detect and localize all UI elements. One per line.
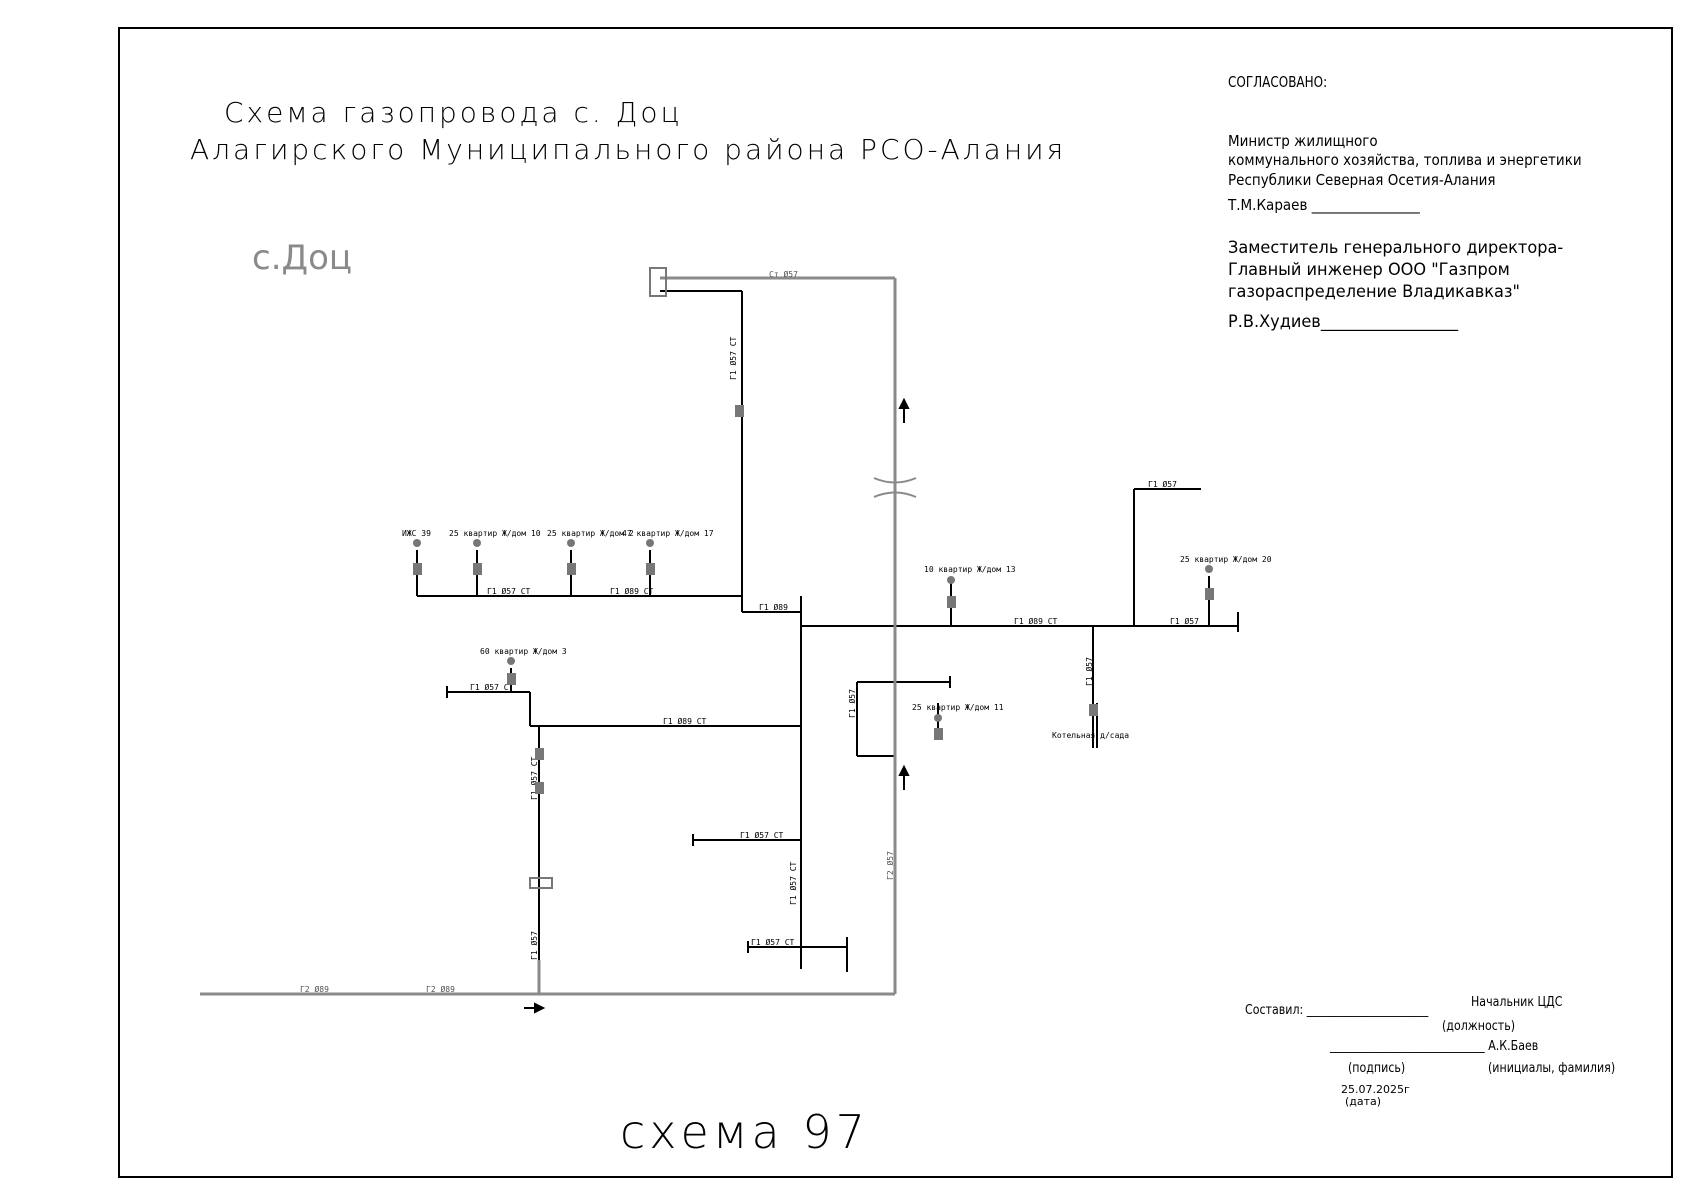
pipe-label: Ст Ø57 — [769, 269, 798, 279]
consumer-label: 25 квартир Ж/дом 11 — [912, 703, 1004, 712]
gas-meter — [413, 563, 422, 575]
scheme-title-line1: Схема газопровода с. Доц — [224, 96, 683, 129]
pipe-labels: Ст Ø57 Г1 Ø57 СТ Г1 Ø89 СТ Г1 Ø89 Г1 Ø89… — [300, 269, 1199, 994]
regulator-station — [649, 267, 667, 297]
pipe-label: Г1 Ø57 — [1084, 657, 1094, 686]
consumer-label: 60 квартир Ж/дом 3 — [480, 647, 567, 656]
position-caption: (должность) — [1442, 1019, 1516, 1034]
gas-meter — [1089, 704, 1098, 716]
pipe-label: Г1 Ø57 СТ — [740, 830, 784, 840]
approval-heading: СОГЛАСОВАНО: — [1228, 73, 1328, 91]
consumer-point — [934, 714, 942, 722]
consumer-markers — [413, 267, 1214, 889]
pipe-label: Г1 Ø57 СТ — [728, 336, 738, 380]
name-caption: (инициалы, фамилия) — [1488, 1061, 1616, 1076]
gas-meter — [735, 405, 744, 417]
gas-meter — [535, 782, 544, 794]
pipe-label: Г1 Ø89 СТ — [1014, 616, 1058, 626]
gas-meter — [934, 728, 943, 740]
pipe-label: Г1 Ø57 СТ — [751, 937, 795, 947]
pipe-label: Г1 Ø57 — [847, 689, 857, 718]
consumer-label: 10 квартир Ж/дом 13 — [924, 565, 1016, 574]
consumer-point — [507, 657, 515, 665]
gas-meter — [535, 748, 544, 760]
scheme-number: схема 97 — [620, 1105, 869, 1159]
gas-meter — [473, 563, 482, 575]
pipe-label: Г2 Ø57 — [885, 851, 895, 880]
consumer-point — [646, 539, 654, 547]
medium-pressure-network — [200, 276, 897, 996]
gas-meter — [567, 563, 576, 575]
consumer-label: Котельная д/сада — [1052, 731, 1129, 740]
signature-caption: (подпись) — [1348, 1061, 1406, 1076]
low-pressure-network — [416, 290, 1239, 990]
gas-meter — [947, 596, 956, 608]
position-value: Начальник ЦДС — [1471, 995, 1563, 1010]
consumer-point — [1205, 565, 1213, 573]
pipe-label: Г1 Ø57 СТ — [470, 682, 514, 692]
consumer-point — [947, 576, 955, 584]
deputy-title-line1: Заместитель генерального директора- — [1228, 238, 1564, 258]
regulator-station — [529, 877, 553, 889]
deputy-title-line3: газораспределение Владикавказ" — [1228, 282, 1520, 302]
consumer-labels: ИЖС 39 25 квартир Ж/дом 10 25 квартир Ж/… — [402, 529, 1272, 740]
pipe-label: Г1 Ø57 СТ — [788, 861, 798, 905]
date-caption: (дата) — [1345, 1095, 1382, 1108]
drawing-frame — [118, 27, 1673, 1178]
deputy-title-line2: Главный инженер ООО "Газпром — [1228, 260, 1510, 280]
compiled-by-label: Составил: ______________________ — [1245, 1003, 1429, 1018]
consumer-point — [567, 539, 575, 547]
village-label: с.Доц — [252, 238, 353, 278]
consumer-point — [473, 539, 481, 547]
consumer-label: ИЖС 39 — [402, 529, 431, 538]
date-value: 25.07.2025г — [1341, 1083, 1410, 1096]
minister-signature: Т.М.Караев ________________ — [1228, 196, 1420, 214]
pipe-label: Г1 Ø89 СТ — [663, 716, 707, 726]
gas-meter — [646, 563, 655, 575]
minister-title-line2: коммунального хозяйства, топлива и энерг… — [1228, 151, 1582, 169]
scheme-title-line2: Алагирского Муниципального района РСО-Ал… — [190, 133, 1067, 166]
pipe-label: Г1 Ø57 СТ — [487, 586, 531, 596]
pipe-label: Г1 Ø89 СТ — [610, 586, 654, 596]
gas-meter — [507, 673, 516, 685]
pipe-label: Г1 Ø57 — [1148, 479, 1177, 489]
minister-title-line3: Республики Северная Осетия-Алания — [1228, 171, 1496, 189]
consumer-label: 25 квартир Ж/дом 20 — [1180, 555, 1272, 564]
pipe-label: Г1 Ø57 — [529, 931, 539, 960]
gas-meter — [1205, 588, 1214, 600]
minister-title-line1: Министр жилищного — [1228, 132, 1378, 150]
pipe-label: Г1 Ø57 СТ — [529, 756, 539, 800]
consumer-point — [413, 539, 421, 547]
pipe-label: Г2 Ø89 — [300, 984, 329, 994]
pipe-label: Г1 Ø57 — [1170, 616, 1199, 626]
pipe-label: Г1 Ø89 — [759, 602, 788, 612]
deputy-signature: Р.В.Худиев_________________ — [1228, 312, 1459, 332]
pipe-label: Г2 Ø89 — [426, 984, 455, 994]
consumer-label: 47 квартир Ж/дом 17 — [622, 529, 714, 538]
flow-arrows — [524, 397, 910, 1014]
consumer-label: 25 квартир Ж/дом 2 — [547, 529, 634, 538]
consumer-label: 25 квартир Ж/дом 10 — [449, 529, 541, 538]
name-value: ____________________________ А.К.Баев — [1330, 1039, 1539, 1054]
pipe-crossing-icon — [873, 477, 917, 498]
